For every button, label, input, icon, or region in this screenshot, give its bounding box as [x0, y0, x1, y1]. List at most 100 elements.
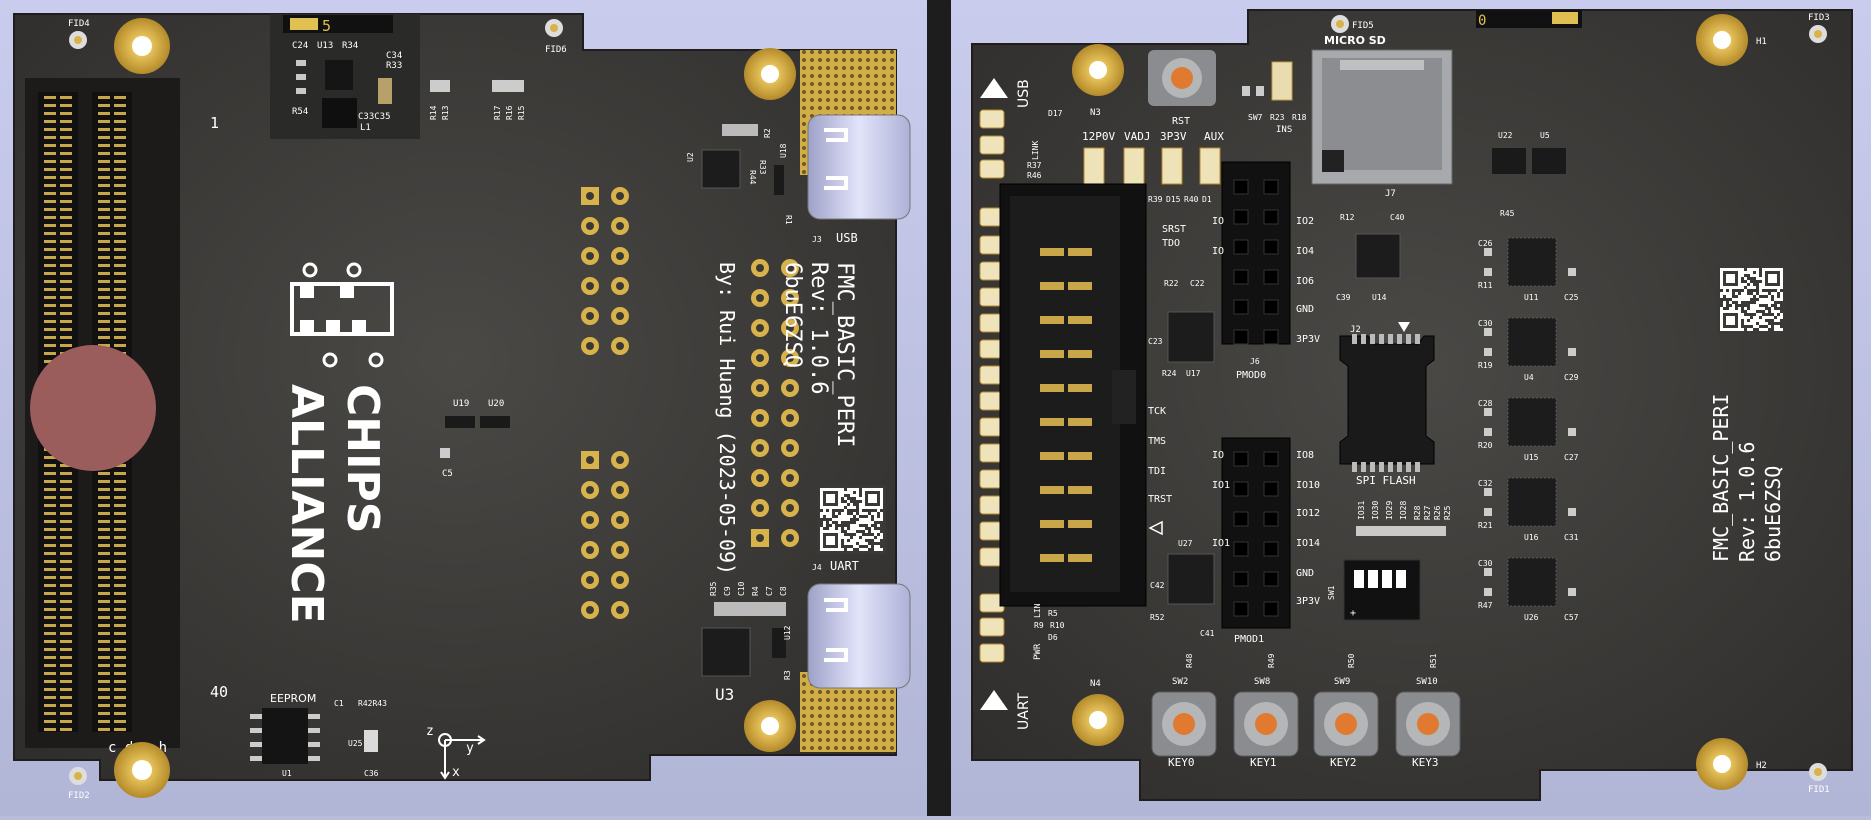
fmc-pin	[44, 320, 56, 323]
key-button-0[interactable]	[1151, 691, 1217, 757]
ref-label: R20	[1478, 441, 1493, 450]
fmc-pin	[60, 632, 72, 635]
ref-label: C31	[1564, 533, 1579, 542]
reset-button[interactable]	[1148, 50, 1216, 106]
fmc-pin	[114, 648, 126, 651]
ref-label: IO28	[1399, 501, 1408, 520]
fmc-pin	[114, 664, 126, 667]
ref-label: R44	[748, 170, 757, 185]
jtag-pin	[1068, 350, 1092, 358]
ref-label: R40	[1184, 195, 1199, 204]
led-label: VADJ	[1124, 130, 1151, 143]
dip-switch[interactable]: +	[1343, 559, 1421, 621]
fmc-pin	[60, 120, 72, 123]
fmc-pin	[98, 328, 110, 331]
pmod-label: IO1	[1212, 538, 1230, 549]
ref-label: C24	[292, 41, 308, 51]
fmc-pin	[44, 704, 56, 707]
ref-label: D15	[1166, 195, 1181, 204]
led-column	[979, 109, 1005, 663]
fmc-pin	[98, 232, 110, 235]
ref-label: C10	[737, 581, 746, 596]
pmod-pin	[1233, 571, 1249, 587]
led	[979, 109, 1005, 129]
ref-label: U25	[348, 739, 363, 748]
ref-label: IO30	[1371, 501, 1380, 520]
fmc-pin	[60, 592, 72, 595]
jtag-pin	[1068, 316, 1092, 324]
fmc-pin	[114, 344, 126, 347]
fmc-pin	[60, 560, 72, 563]
flash-pin	[1397, 334, 1402, 344]
key-button-3[interactable]	[1395, 691, 1461, 757]
fmc-pin	[60, 344, 72, 347]
pmod0-header	[1221, 161, 1291, 345]
fmc-pin	[114, 264, 126, 267]
fmc-pin	[114, 136, 126, 139]
ref-label: R42R43	[358, 699, 387, 708]
pmod1-header	[1221, 437, 1291, 629]
key-button-1[interactable]	[1233, 691, 1299, 757]
ref-label: R33	[758, 160, 767, 175]
ref-label: U20	[488, 399, 504, 409]
jtag-pin	[1040, 452, 1064, 460]
fmc-pin	[98, 168, 110, 171]
fmc-pin	[98, 648, 110, 651]
fmc-pin	[98, 312, 110, 315]
fmc-pin	[60, 216, 72, 219]
pmod-pin	[1263, 481, 1279, 497]
fmc-pin	[44, 280, 56, 283]
fmc-pin	[98, 592, 110, 595]
jtag-pin	[1040, 418, 1064, 426]
fmc-pin	[114, 144, 126, 147]
pin-header-pads	[581, 187, 799, 619]
key-button-2[interactable]	[1313, 691, 1379, 757]
fmc-pin	[114, 672, 126, 675]
flash-pin	[1415, 462, 1420, 472]
fmc-pin	[98, 136, 110, 139]
pmod-label: IO6	[1296, 276, 1314, 287]
fmc-pin	[60, 480, 72, 483]
fmc-pin	[98, 264, 110, 267]
fmc-pin	[98, 696, 110, 699]
fmc-pin	[98, 688, 110, 691]
c5-label: C5	[442, 469, 453, 479]
ref-label: C40	[1390, 213, 1405, 222]
fmc-pin	[114, 328, 126, 331]
fmc-pin	[98, 152, 110, 155]
io-resistor-refs: IO31 IO30 IO29 IO28 R28 R27 R26 R25	[1356, 501, 1452, 536]
ref-label: C23	[1148, 337, 1163, 346]
fmc-pin	[98, 512, 110, 515]
ref-label: L1	[360, 123, 371, 133]
fmc-pin	[114, 640, 126, 643]
fmc-pin	[60, 648, 72, 651]
fmc-pin	[114, 608, 126, 611]
fmc-pin	[60, 696, 72, 699]
jtag-pin	[1068, 486, 1092, 494]
ref-label: N3	[1090, 108, 1101, 118]
ref-label: R2	[763, 128, 772, 138]
fmc-pin	[60, 288, 72, 291]
fmc-pin	[44, 528, 56, 531]
fmc-pin	[60, 568, 72, 571]
fmc-pin	[98, 608, 110, 611]
axis-indicator	[438, 733, 486, 780]
ref-label: C25	[1564, 293, 1579, 302]
fmc-pin	[44, 728, 56, 731]
fmc-pin	[114, 680, 126, 683]
pmod-label: 3P3V	[1296, 334, 1320, 345]
pmod-pin	[1233, 299, 1249, 315]
ref-label: R3	[783, 670, 792, 680]
fmc-pin	[44, 352, 56, 355]
fmc-pin	[60, 264, 72, 267]
fmc-pin	[44, 128, 56, 131]
fmc-pin	[114, 600, 126, 603]
pmod-pin	[1233, 541, 1249, 557]
flash-pin	[1370, 462, 1375, 472]
back-title: FMC_BASIC_PERI	[1709, 393, 1733, 562]
fmc-pin	[44, 632, 56, 635]
pmod-pin	[1263, 541, 1279, 557]
fmc-pin	[60, 200, 72, 203]
ref-label: C30	[1478, 319, 1493, 328]
fmc-pin	[98, 304, 110, 307]
